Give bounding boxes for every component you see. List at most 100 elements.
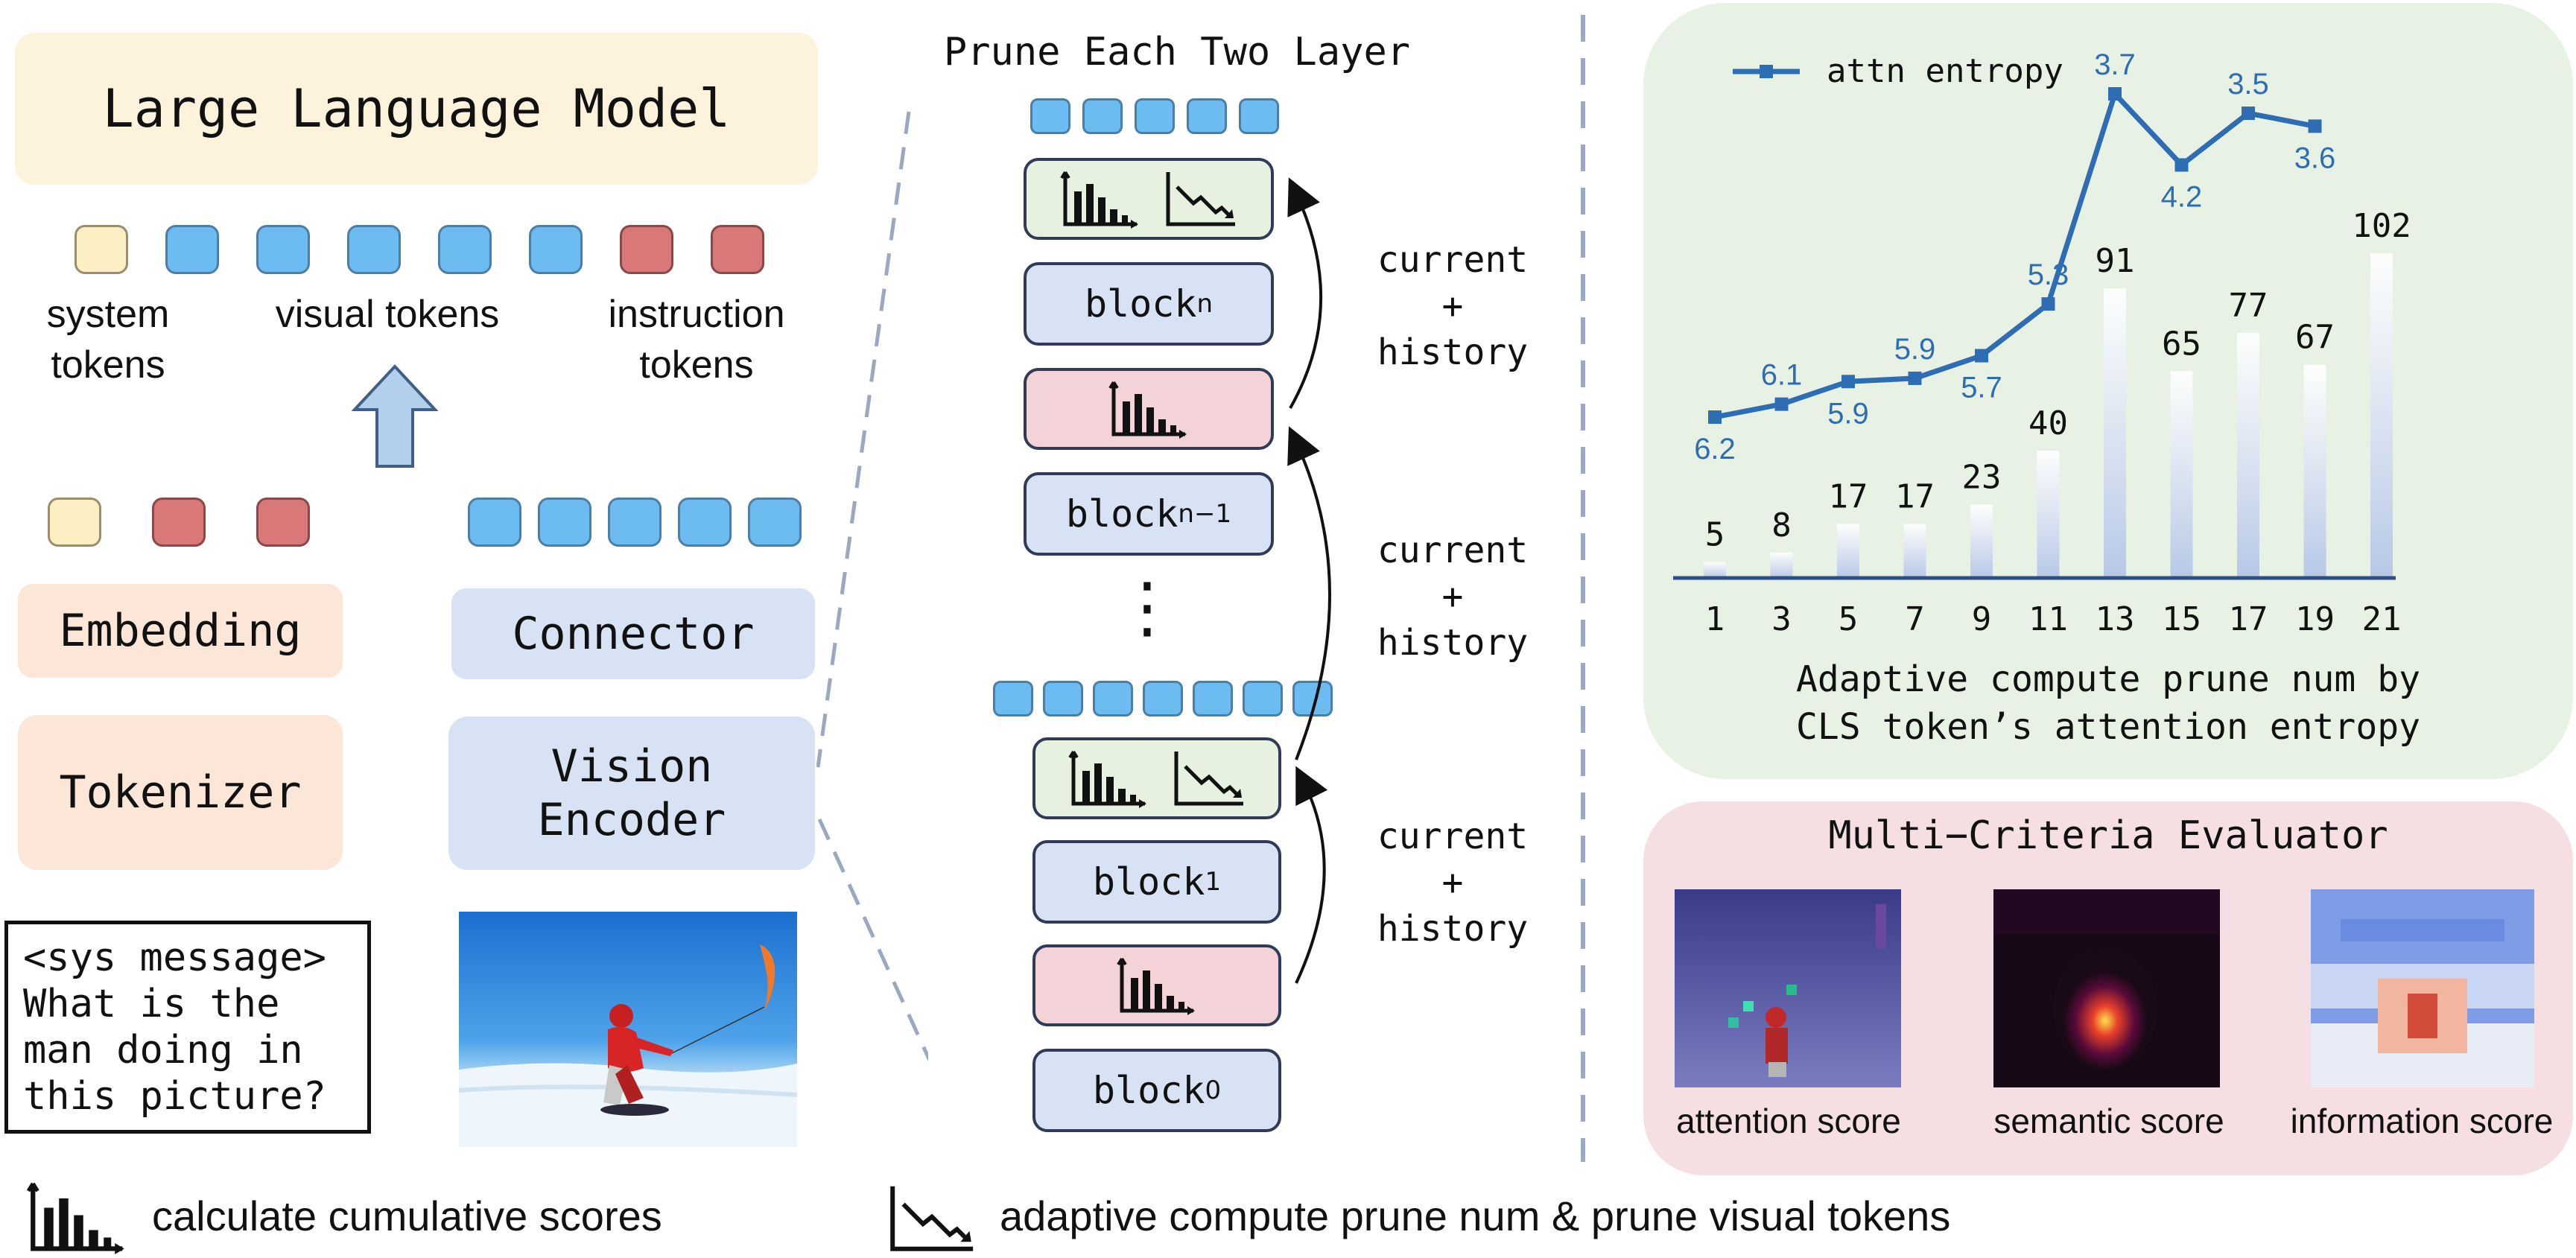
visual-token [1243, 681, 1283, 717]
x-tick-label: 9 [1972, 600, 1992, 638]
bar-value-label: 17 [1895, 477, 1935, 515]
score-prune-box-top [1024, 158, 1274, 240]
visual-token [165, 225, 219, 274]
prune-icon [1172, 749, 1246, 808]
embedding-box: Embedding [18, 584, 343, 678]
legend-marker [1760, 65, 1773, 78]
x-tick-label: 19 [2295, 600, 2335, 638]
tokenizer-box: Tokenizer [18, 715, 343, 870]
x-tick-label: 15 [2162, 600, 2201, 638]
middle-title: Prune Each Two Layer [943, 30, 1411, 74]
arrow-label-top: current + history [1377, 239, 1529, 373]
entropy-point [1774, 397, 1789, 411]
entropy-line [1714, 91, 2316, 420]
bar [2104, 288, 2126, 578]
visual-token [1043, 681, 1083, 717]
entropy-value-label: 3.5 [2227, 68, 2269, 101]
entropy-point [2108, 87, 2122, 101]
bar [1704, 562, 1726, 578]
visual-token [608, 498, 662, 547]
connector-box: Connector [451, 588, 815, 679]
projection-lines [816, 111, 928, 1062]
evaluator-title: Multi−Criteria Evaluator [1828, 813, 2388, 858]
cumulative-score-icon [1067, 749, 1149, 808]
visual-token [438, 225, 492, 274]
cumulative-score-icon [1116, 956, 1198, 1015]
llm-box: Large Language Model [15, 33, 818, 185]
system-token [48, 498, 101, 547]
visual-token [678, 498, 732, 547]
history-arrows [1287, 177, 1331, 984]
entropy-value-label: 5.7 [1961, 372, 2002, 404]
llm-title: Large Language Model [102, 78, 731, 139]
tokenizer-label: Tokenizer [59, 766, 302, 819]
instruction-token [256, 498, 310, 547]
entropy-value-label: 3.7 [2094, 48, 2136, 81]
bar-value-label: 77 [2229, 287, 2268, 325]
arrow-label-bottom: current + history [1377, 816, 1529, 950]
chart-caption: Adaptive compute prune num by CLS token’… [1795, 658, 2421, 748]
instruction-token [711, 225, 764, 274]
bar-value-label: 67 [2295, 319, 2335, 357]
score-prune-box-bottom [1032, 737, 1281, 819]
entropy-value-label: 4.2 [2161, 180, 2203, 213]
attention-score-image [1675, 889, 1901, 1087]
entropy-value-label: 5.9 [1827, 397, 1869, 430]
score-box-n [1024, 368, 1274, 450]
entropy-point [2308, 119, 2322, 133]
entropy-value-label: 6.2 [1694, 433, 1736, 466]
entropy-point [2242, 107, 2255, 121]
bar [2037, 451, 2060, 578]
visual-token [1093, 681, 1133, 717]
bar-value-label: 17 [1829, 477, 1868, 515]
instruction-token [620, 225, 673, 274]
x-tick-label: 7 [1905, 600, 1925, 638]
vision-encoder-box: Vision Encoder [448, 717, 815, 870]
information-score-image [2311, 889, 2534, 1087]
entropy-value-label: 5.3 [2028, 258, 2069, 291]
bar [2170, 371, 2193, 578]
prune-icon [883, 1183, 980, 1254]
entropy-point [1975, 349, 1988, 363]
visual-token [1193, 681, 1233, 717]
vision-encoder-label: Vision Encoder [537, 740, 726, 846]
semantic-score-image [1993, 889, 2220, 1087]
legend-prune-label: adaptive compute prune num & prune visua… [1000, 1192, 1951, 1239]
legend-label: attn entropy [1827, 52, 2063, 90]
visual-token [1082, 98, 1123, 134]
up-arrow-icon [351, 364, 439, 468]
x-tick-label: 17 [2229, 600, 2268, 638]
visual-tokens-label: visual tokens [275, 293, 500, 336]
legend-cumulative-label: calculate cumulative scores [152, 1192, 662, 1239]
bar-value-label: 65 [2162, 325, 2201, 363]
visual-token [468, 498, 521, 547]
visual-token [993, 681, 1033, 717]
divider-line [1581, 15, 1585, 1162]
bar-value-label: 40 [2028, 404, 2068, 442]
information-score-label: information score [2290, 1102, 2554, 1140]
bar-value-label: 102 [2352, 207, 2411, 245]
visual-token [538, 498, 591, 547]
cumulative-score-icon [21, 1180, 133, 1254]
bar-value-label: 23 [1962, 459, 2002, 497]
entropy-point [2174, 158, 2189, 172]
instruction-tokens-label: instruction tokens [608, 293, 785, 387]
cumulative-score-icon [1059, 169, 1141, 229]
entropy-point [1841, 375, 1855, 389]
system-token [74, 225, 128, 274]
bar [1770, 552, 1793, 578]
visual-token [529, 225, 583, 274]
bar-value-label: 91 [2096, 242, 2135, 280]
x-tick-label: 1 [1705, 600, 1725, 638]
bar-value-label: 8 [1771, 506, 1792, 544]
visual-token [347, 225, 401, 274]
kiteboarder-image [459, 912, 797, 1147]
prune-icon [1164, 169, 1238, 229]
bar [2237, 333, 2259, 578]
bar [1903, 524, 1926, 578]
visual-token [1143, 681, 1183, 717]
